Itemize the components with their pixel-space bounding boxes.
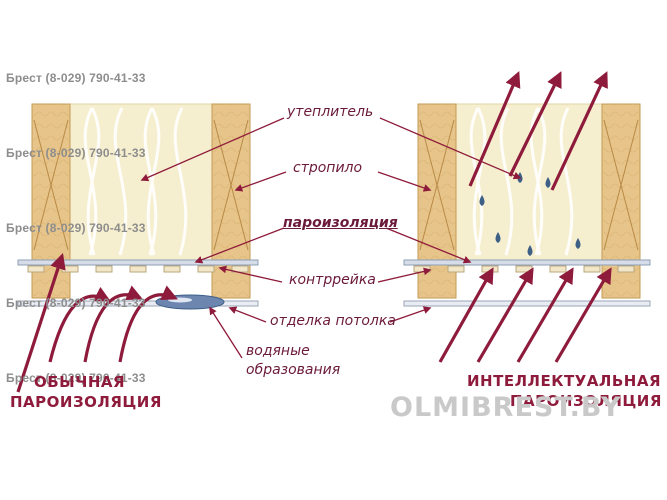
right-assembly	[403, 103, 651, 307]
callout-leaders	[140, 117, 522, 359]
right-ceiling-finish	[403, 300, 651, 307]
label-water-formation-line2: образования	[246, 362, 341, 378]
title-left-line1: ОБЫЧНАЯ	[34, 373, 126, 391]
title-right-line2: ПАРОИЗОЛЯЦИЯ	[510, 392, 662, 410]
right-moisture-arrows	[438, 71, 612, 363]
phone-watermark-1: Брест (8-029) 790-41-33	[6, 71, 146, 85]
site-watermark: OLMIBREST.BY	[390, 392, 622, 423]
label-rafter: стропило	[293, 160, 363, 176]
left-moisture-arrows	[16, 252, 178, 393]
label-counter-batten: контррейка	[289, 272, 376, 288]
phone-watermark-3: Брест (8-029) 790-41-33	[6, 221, 146, 235]
left-counter-battens	[27, 265, 249, 273]
phone-watermark-2: Брест (8-029) 790-41-33	[6, 146, 146, 160]
left-insulation-waves	[83, 107, 188, 256]
title-right-line1: ИНТЕЛЛЕКТУАЛЬНАЯ	[467, 372, 662, 390]
water-formation-icon	[155, 294, 225, 310]
label-ceiling-finish: отделка потолка	[270, 313, 396, 329]
left-ceiling-finish	[17, 300, 259, 307]
phone-watermark-4: Брест (8-029) 790-41-33	[6, 296, 146, 310]
label-insulation: утеплитель	[287, 104, 374, 120]
label-vapor-barrier: пароизоляция	[283, 215, 398, 231]
title-left-line2: ПАРОИЗОЛЯЦИЯ	[10, 393, 162, 411]
left-vapor-barrier	[17, 259, 259, 266]
right-vapor-barrier	[403, 259, 651, 266]
phone-watermark-5: Брест (8-029) 790-41-33	[6, 371, 146, 385]
label-water-formation-line1: водяные	[246, 343, 310, 359]
